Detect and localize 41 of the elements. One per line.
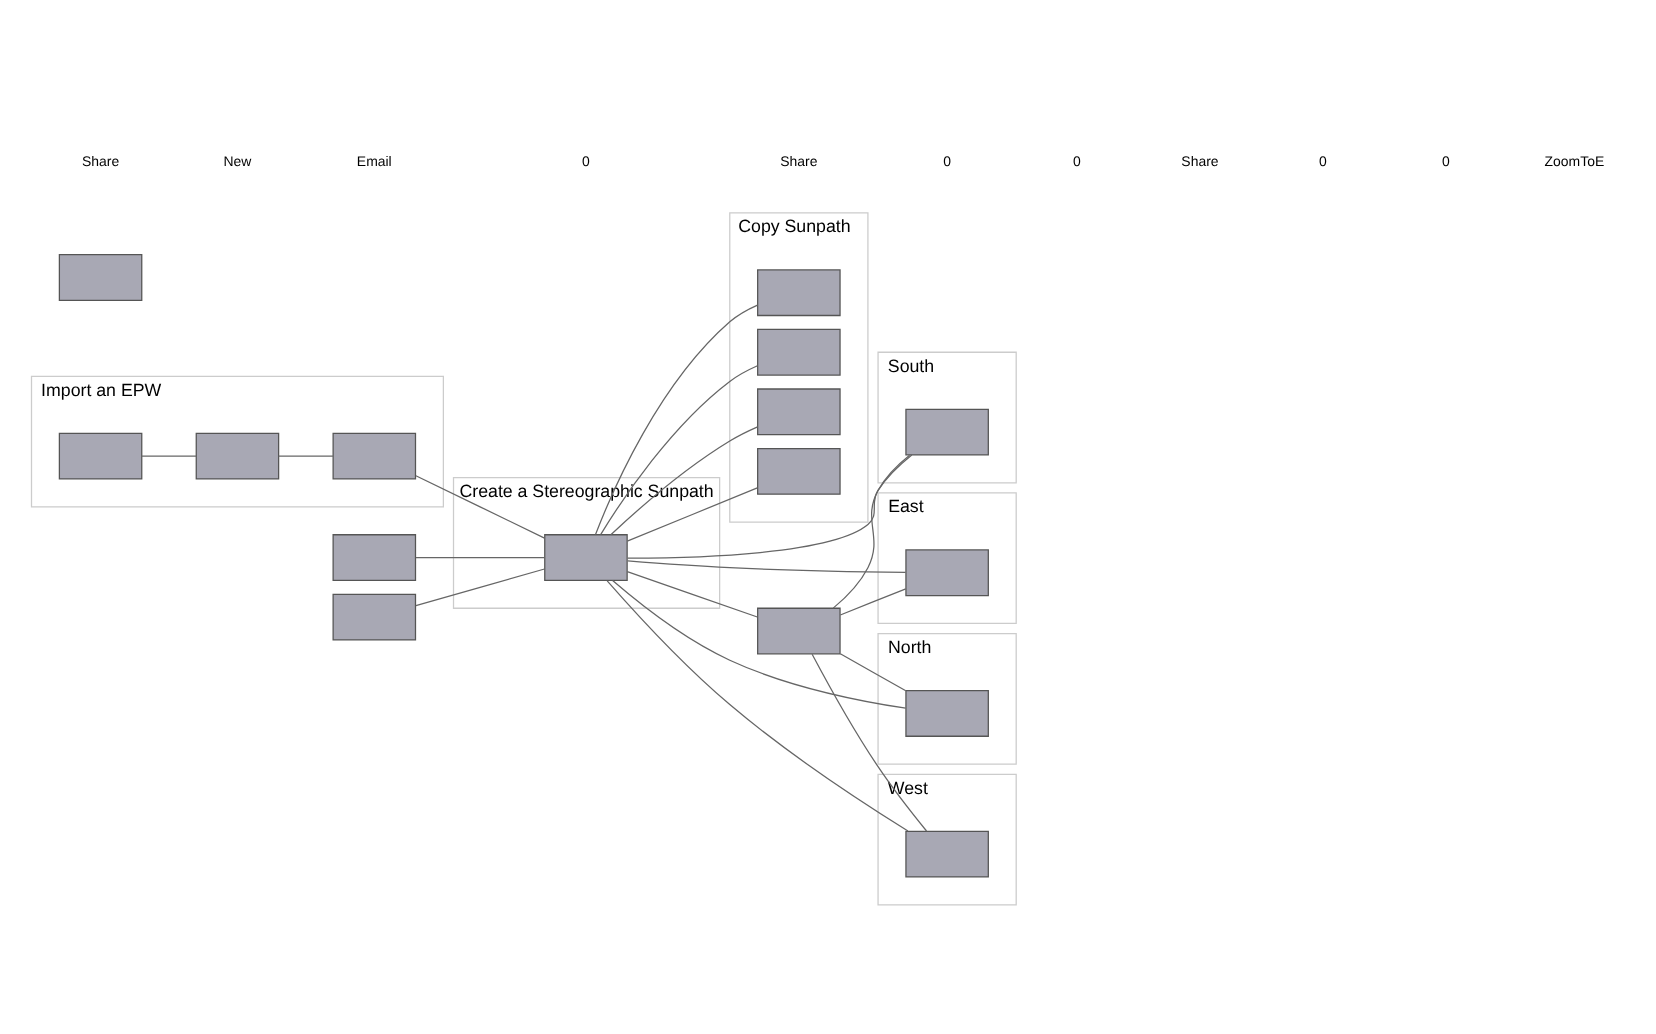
cluster: Copy Sunpath xyxy=(729,212,869,523)
connector xyxy=(839,653,907,692)
node-box xyxy=(332,432,417,480)
node-box xyxy=(905,408,989,456)
node-box xyxy=(905,690,989,737)
connector xyxy=(626,454,913,559)
connector xyxy=(832,454,911,609)
connector xyxy=(811,653,928,832)
connector xyxy=(839,588,907,616)
connector xyxy=(141,455,197,457)
connector xyxy=(415,568,546,607)
cluster: East xyxy=(877,492,1017,625)
connector xyxy=(415,556,546,559)
cluster: North xyxy=(877,632,1017,765)
connector xyxy=(626,570,758,618)
connector xyxy=(612,579,907,709)
node-box xyxy=(195,432,280,480)
connector xyxy=(626,487,758,542)
cluster: South xyxy=(877,351,1017,484)
node-box xyxy=(757,328,841,376)
connector xyxy=(278,455,334,457)
connector xyxy=(415,475,546,539)
cluster: Import an EPW xyxy=(30,375,444,508)
connector xyxy=(594,304,759,536)
node-box xyxy=(58,432,143,480)
node-box xyxy=(332,593,417,641)
node-box xyxy=(757,269,841,317)
node-box xyxy=(757,388,841,436)
connector xyxy=(606,580,909,832)
connector xyxy=(627,560,907,574)
connector xyxy=(600,365,759,536)
connector xyxy=(610,426,759,536)
cluster: West xyxy=(877,773,1017,906)
node-box xyxy=(544,534,628,581)
node-box xyxy=(757,607,841,655)
node-box xyxy=(905,549,989,597)
node-box xyxy=(905,830,989,878)
node-box xyxy=(58,254,143,301)
cluster: Create a Stereographic Sunpath xyxy=(452,477,721,609)
node-box xyxy=(332,534,417,581)
node-box xyxy=(757,447,841,495)
